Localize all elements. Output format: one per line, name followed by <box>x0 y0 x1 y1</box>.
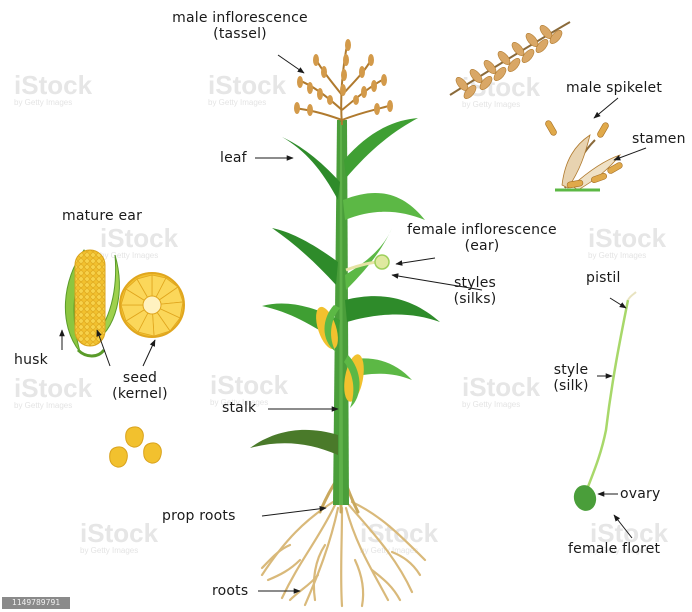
label-roots: roots <box>212 583 248 599</box>
label-female-floret: female floret <box>568 541 660 557</box>
root-system <box>262 502 425 606</box>
spikelet-branch <box>450 22 570 101</box>
label-leaf: leaf <box>220 150 247 166</box>
label-seed: seed (kernel) <box>100 370 180 402</box>
cob-cross-section <box>120 273 184 337</box>
young-ear <box>346 255 389 270</box>
label-husk: husk <box>14 352 48 368</box>
spikelet-detail <box>544 120 623 190</box>
loose-kernels <box>110 427 162 467</box>
label-ovary: ovary <box>620 486 660 502</box>
label-stamen: stamen <box>632 131 686 147</box>
stock-id: 1149789791 <box>2 597 70 609</box>
label-mature-ear: mature ear <box>62 208 142 224</box>
label-tassel: male inflorescence (tassel) <box>150 10 330 42</box>
label-prop-roots: prop roots <box>162 508 236 524</box>
tassel-spikelets <box>294 39 393 116</box>
mature-ear-illustration <box>65 250 119 356</box>
label-pistil: pistil <box>586 270 621 286</box>
label-female-inflorescence: female inflorescence (ear) <box>384 222 580 254</box>
pistil-illustration <box>571 292 636 513</box>
label-style: style (silk) <box>540 362 602 394</box>
label-stalk: stalk <box>222 400 256 416</box>
label-male-spikelet: male spikelet <box>566 80 662 96</box>
label-styles: styles (silks) <box>430 275 520 307</box>
